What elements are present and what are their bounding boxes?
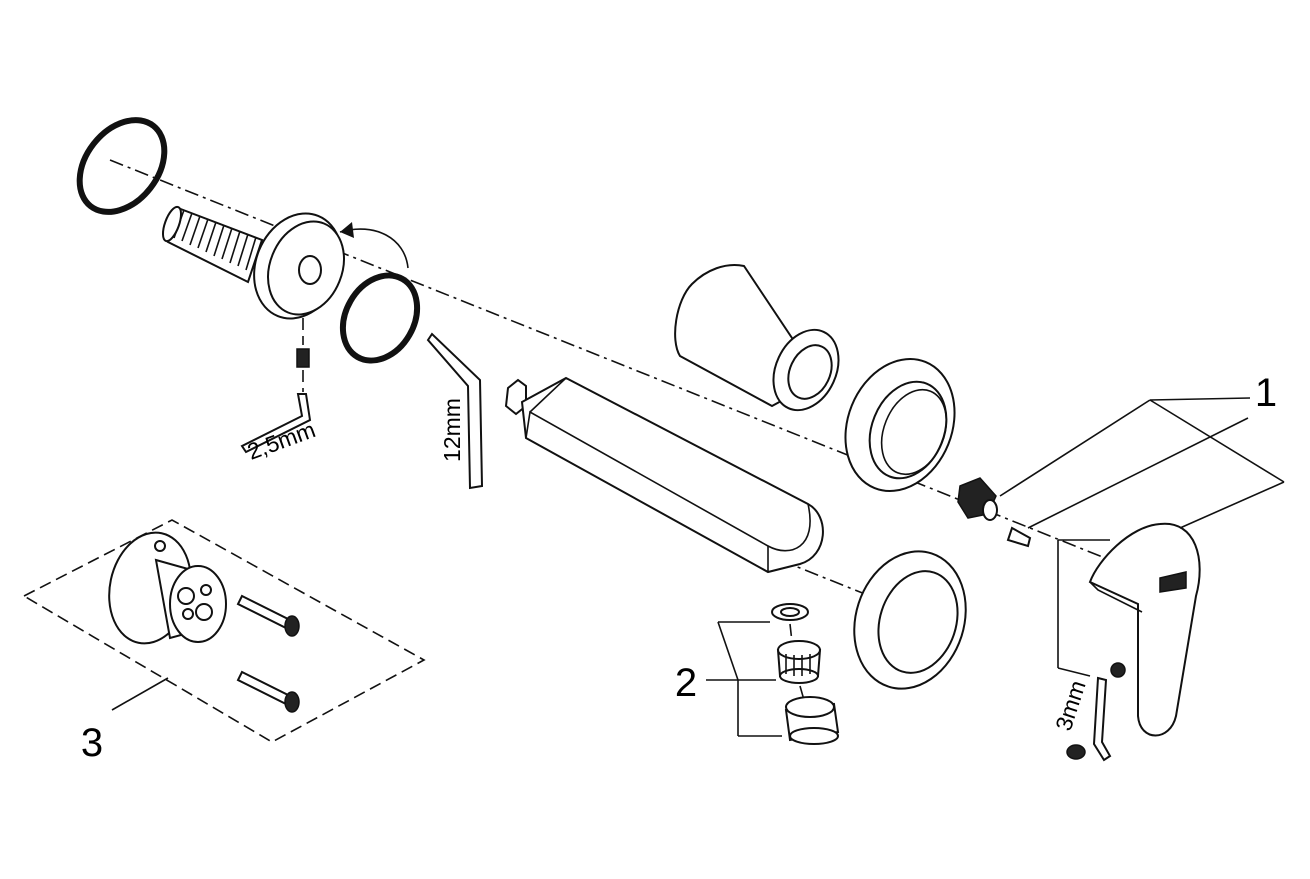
cartridge-nut (957, 477, 998, 521)
hex-key-12mm (426, 332, 484, 490)
aerator-insert (776, 640, 822, 684)
handle-indicator (1159, 571, 1187, 593)
callout-1-leader (999, 397, 1285, 529)
handle-grub-screw-2 (1066, 744, 1086, 760)
hex-key-large-label: 12mm (439, 398, 465, 462)
rotation-arrowhead (340, 222, 354, 238)
callout-2: 2 (675, 661, 697, 705)
callout-1: 1 (1255, 371, 1277, 415)
o-ring-large (76, 117, 168, 215)
aerator-housing (784, 696, 840, 745)
cylinder-sleeve (674, 264, 840, 412)
spout (504, 376, 824, 574)
fixing-screw-lower (236, 670, 300, 713)
callout-3: 3 (81, 721, 103, 765)
o-ring-small (339, 272, 421, 364)
hex-key-2-5mm (240, 393, 312, 454)
aerator-guide-2 (799, 685, 805, 701)
callout-2-bracket (706, 621, 782, 737)
kit-3-outline (22, 519, 426, 743)
aerator-guide-1 (789, 623, 793, 643)
cartridge-body (108, 531, 227, 645)
grub-screw (296, 348, 310, 368)
lever-handle (1088, 522, 1201, 737)
wall-rosette-lower (853, 550, 967, 690)
hex-key-handle-label: 3mm (1050, 677, 1091, 734)
hex-key-3mm (1092, 676, 1112, 762)
wall-rosette-upper (844, 358, 956, 492)
fixing-screw-upper (236, 594, 300, 637)
flange-bore (298, 255, 322, 285)
handle-screw (1006, 526, 1032, 548)
hex-key-small-label: 2,5mm (244, 416, 319, 464)
callout-3-leader (111, 677, 169, 711)
handle-grub-screw (1110, 662, 1126, 678)
threaded-wall-body (161, 205, 345, 320)
assembly-axis-upper (109, 159, 1111, 561)
